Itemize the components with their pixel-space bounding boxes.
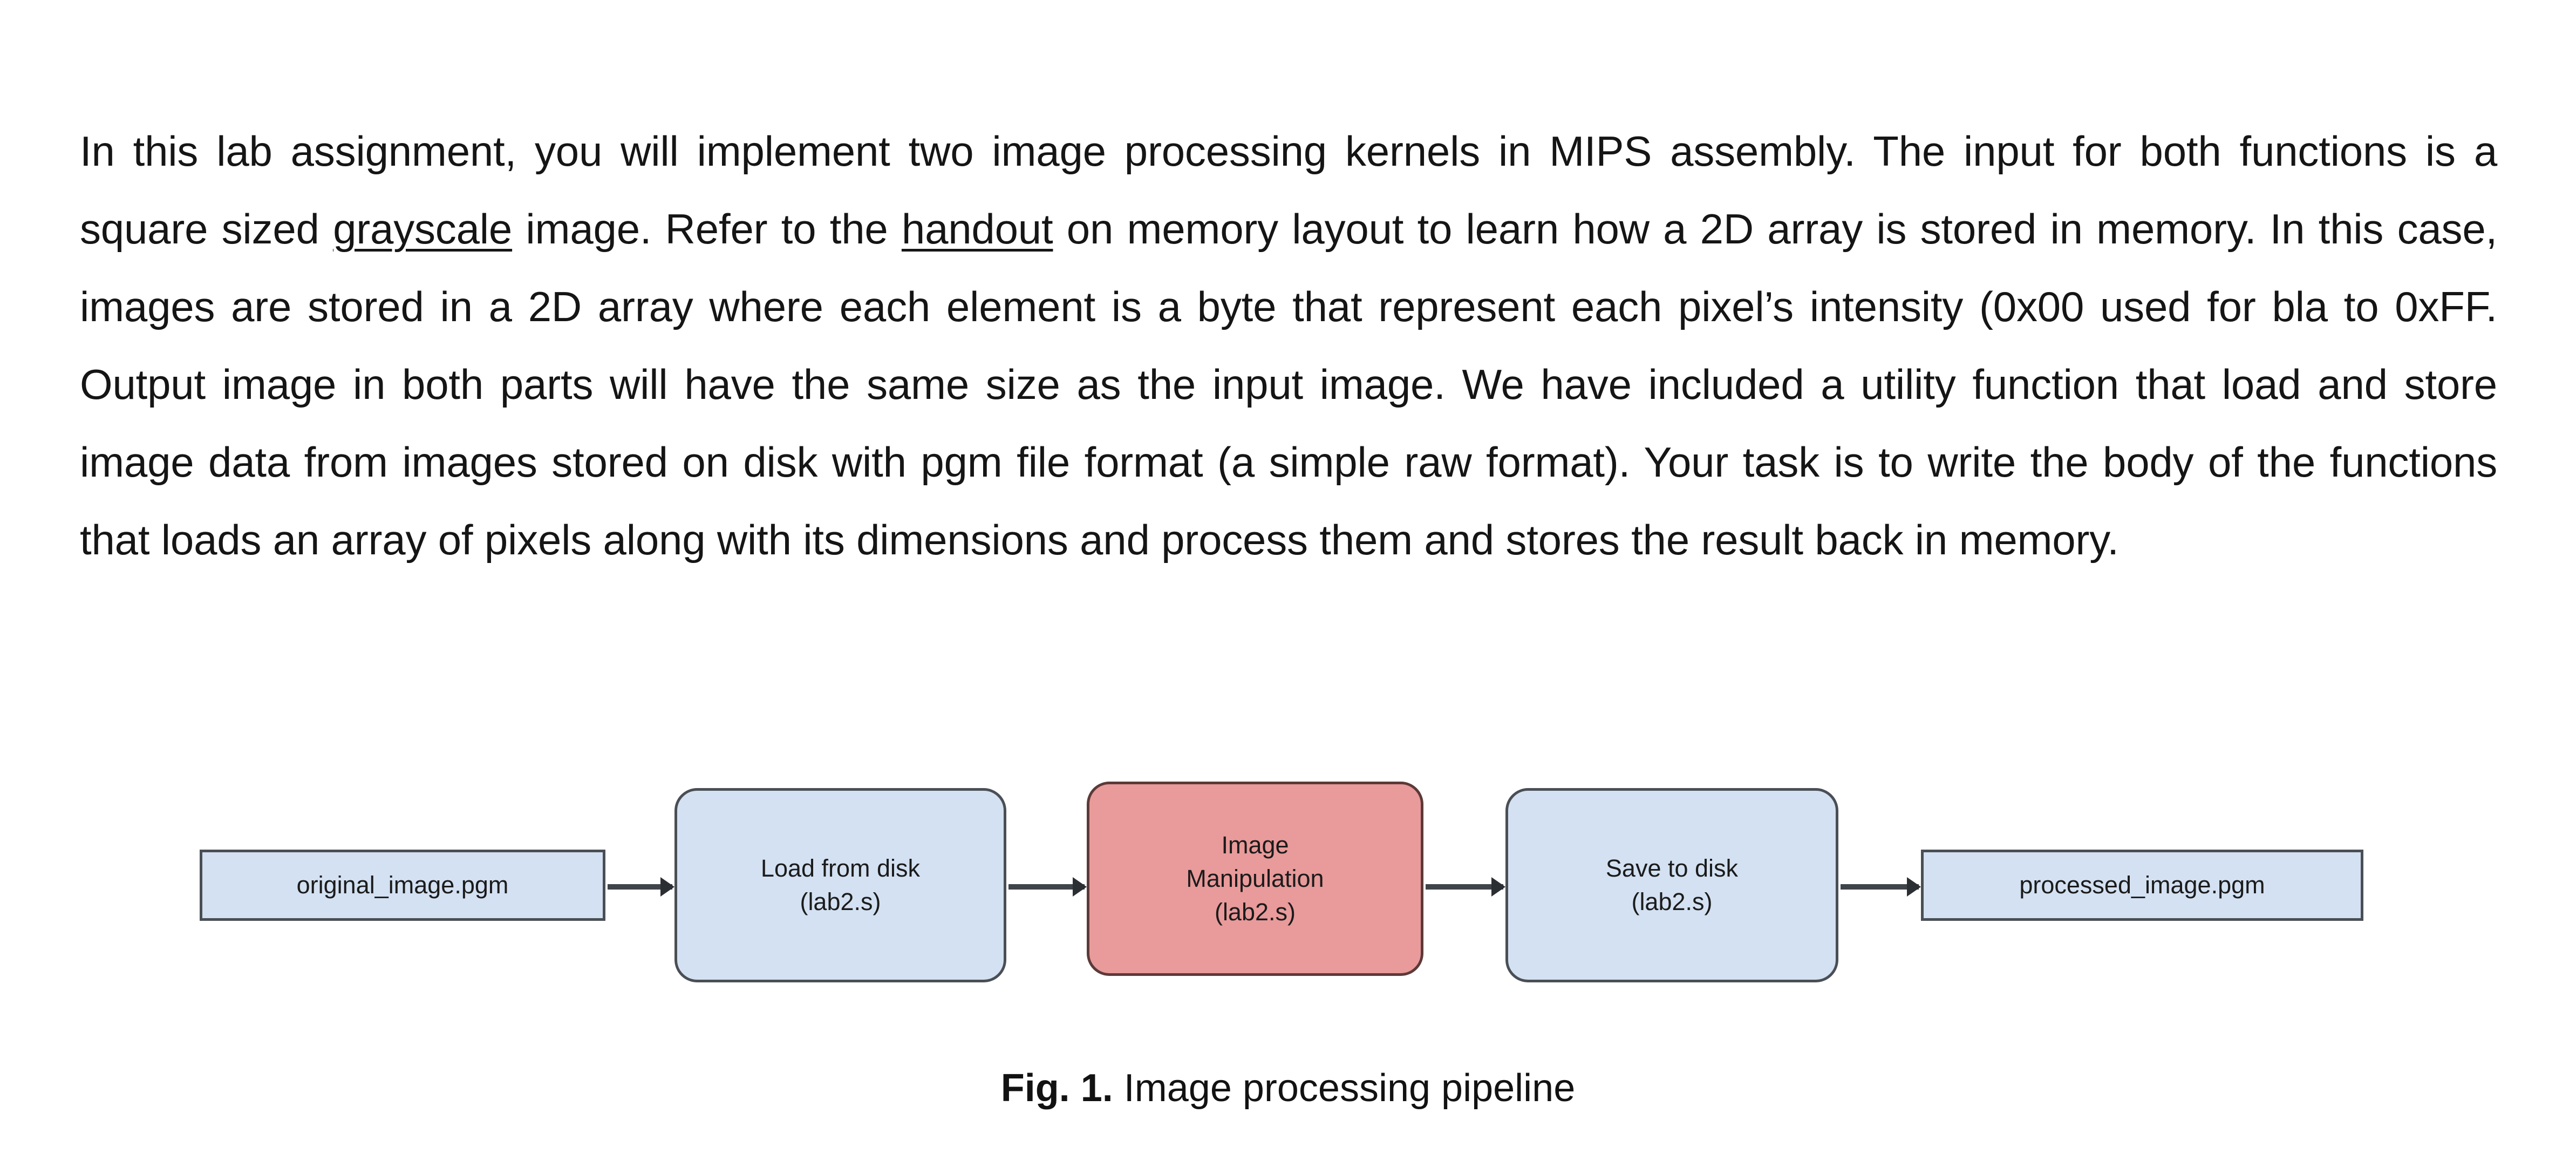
pipeline-arrow-manipulation-to-save <box>1426 877 1505 897</box>
figure-number: Fig. 1. <box>1000 1067 1113 1110</box>
pipeline-node-label: Load from disk (lab2.s) <box>760 854 921 915</box>
pipeline-node-load-from-disk[interactable]: Load from disk (lab2.s) <box>674 788 1006 982</box>
pipeline-node-image-manipulation[interactable]: Image Manipulation (lab2.s) <box>1087 782 1423 976</box>
assignment-paragraph: In this lab assignment, you will impleme… <box>80 112 2497 579</box>
paragraph-link-grayscale[interactable]: grayscale <box>333 205 513 253</box>
paragraph-segment: In this lab assignment, you will impleme… <box>80 127 2497 253</box>
paragraph-link-handout[interactable]: handout <box>901 205 1053 253</box>
paragraph-segment: on memory layout to learn how a 2D array… <box>80 205 2497 564</box>
pipeline-arrow-original-to-load <box>608 877 674 897</box>
pipeline-node-original-image[interactable]: original_image.pgm <box>200 850 605 921</box>
pipeline-node-save-to-disk[interactable]: Save to disk (lab2.s) <box>1505 788 1838 982</box>
pipeline-node-label: original_image.pgm <box>296 871 509 899</box>
figure-caption: Fig. 1. Image processing pipeline <box>0 1066 2576 1110</box>
document-body: In this lab assignment, you will impleme… <box>80 70 2497 621</box>
figure-caption-text: Image processing pipeline <box>1113 1067 1576 1110</box>
image-processing-pipeline-diagram: original_image.pgm Load from disk (lab2.… <box>200 756 2363 1015</box>
pipeline-arrow-load-to-manipulation <box>1008 877 1087 897</box>
pipeline-arrow-save-to-processed <box>1841 877 1921 897</box>
pipeline-node-label: Image Manipulation (lab2.s) <box>1186 831 1324 926</box>
pipeline-node-label: Save to disk (lab2.s) <box>1605 854 1739 915</box>
pipeline-node-label: processed_image.pgm <box>2019 871 2265 899</box>
figure-1: original_image.pgm Load from disk (lab2.… <box>0 756 2576 1058</box>
pipeline-node-processed-image[interactable]: processed_image.pgm <box>1921 850 2363 921</box>
paragraph-segment: image. Refer to the <box>512 205 902 253</box>
